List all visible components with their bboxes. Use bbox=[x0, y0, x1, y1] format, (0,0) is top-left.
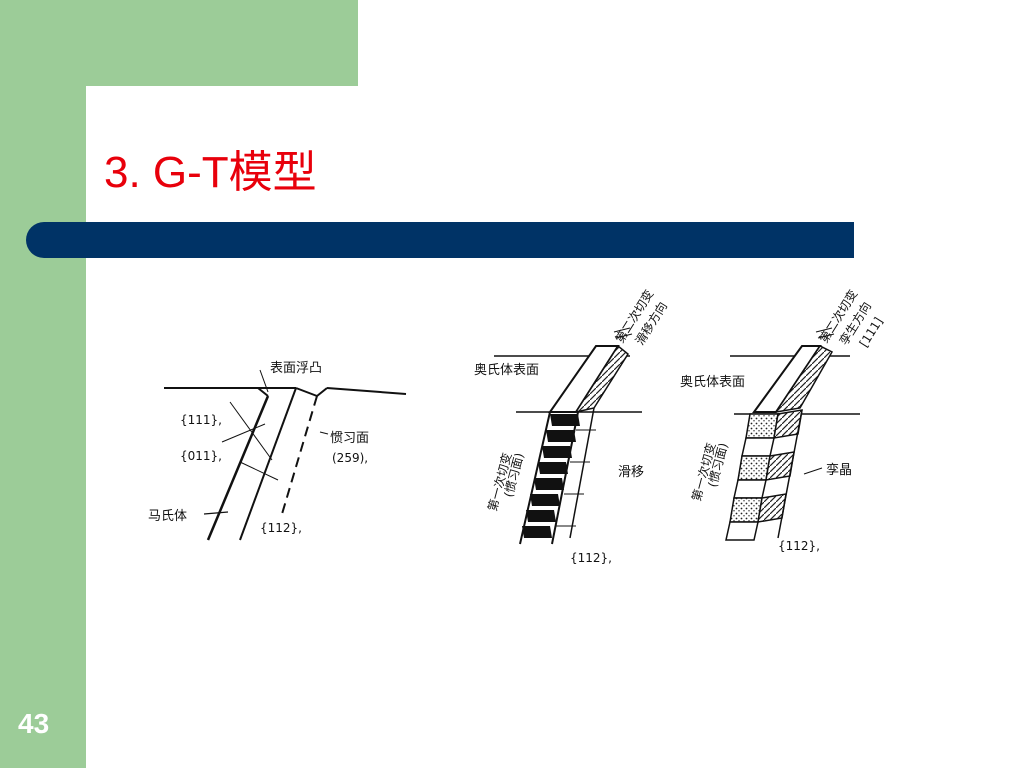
plane-112-middle-label: {112}, bbox=[570, 551, 612, 565]
left-green-band bbox=[0, 0, 86, 768]
slip-label: 滑移 bbox=[618, 465, 644, 480]
content-corner bbox=[86, 86, 146, 146]
slide-title: 3. G-T模型 bbox=[104, 148, 317, 197]
top-green-band bbox=[0, 0, 358, 86]
plane-112-right-label: {112}, bbox=[778, 539, 820, 553]
plane-111-label: {111}, bbox=[180, 413, 222, 427]
plane-011-label: {011}, bbox=[180, 449, 222, 463]
right-austenite-surface-label: 奥氏体表面 bbox=[680, 375, 745, 390]
plane-112-left-label: {112}, bbox=[260, 521, 302, 535]
surface-relief-label: 表面浮凸 bbox=[270, 361, 322, 376]
right-diagram: 第二次切变 孪生方向 [111] 奥氏体表面 第一次切变 (惯习面) 孪晶 {1… bbox=[680, 287, 886, 553]
slide-number: 43 bbox=[18, 708, 50, 739]
twin-label: 孪晶 bbox=[826, 462, 852, 478]
habit-index-label: (259), bbox=[332, 451, 368, 465]
left-diagram: 表面浮凸 {111}, {011}, 惯习面 (259), 马氏体 {112}, bbox=[148, 361, 407, 541]
gt-model-figure: 表面浮凸 {111}, {011}, 惯习面 (259), 马氏体 {112}, bbox=[110, 262, 930, 592]
middle-austenite-surface-label: 奥氏体表面 bbox=[474, 363, 539, 378]
habit-plane-label: 惯习面 bbox=[330, 430, 369, 446]
martensite-label: 马氏体 bbox=[148, 509, 187, 524]
middle-diagram: 第二次切变 滑移方向 奥氏体表面 第一次切变 (惯习面) 滑移 {112}, bbox=[474, 287, 670, 565]
title-underline-bar bbox=[26, 222, 854, 258]
